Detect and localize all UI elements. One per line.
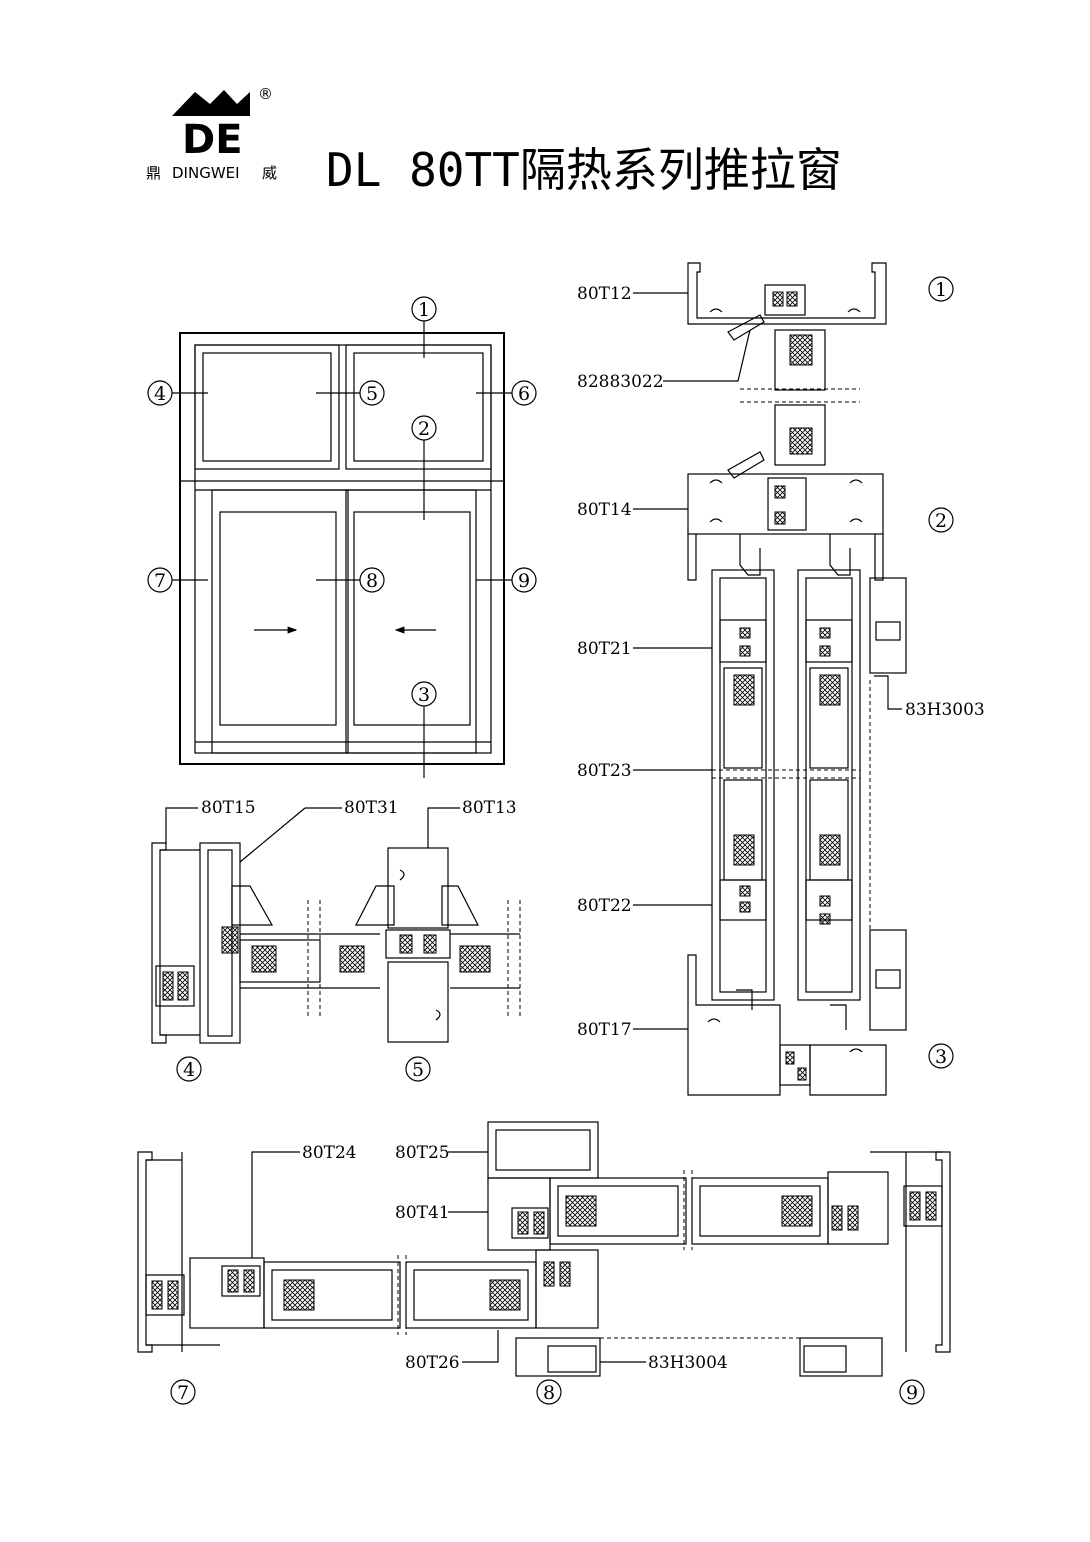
svg-text:1: 1 bbox=[935, 279, 947, 301]
marker-8: 8 bbox=[359, 567, 385, 593]
label-80T21: 80T21 bbox=[577, 639, 632, 659]
window-elevation bbox=[172, 321, 512, 778]
section-7-8-9-labels: 80T24 80T25 80T41 80T26 83H3004 7 8 9 bbox=[170, 1143, 925, 1405]
svg-text:1: 1 bbox=[418, 299, 430, 321]
marker-2: 2 bbox=[411, 415, 437, 441]
svg-text:4: 4 bbox=[154, 383, 166, 405]
brand-char-left: 鼎 bbox=[146, 164, 161, 182]
svg-text:7: 7 bbox=[154, 570, 166, 592]
svg-text:7: 7 bbox=[177, 1382, 189, 1404]
svg-text:5: 5 bbox=[412, 1059, 424, 1081]
marker-3: 3 bbox=[411, 681, 437, 707]
section-4-5-labels: 80T15 80T31 80T13 4 5 bbox=[176, 798, 517, 1082]
label-80T31: 80T31 bbox=[344, 798, 399, 818]
label-80T17: 80T17 bbox=[577, 1020, 632, 1040]
svg-text:6: 6 bbox=[518, 383, 530, 405]
brand-name: DINGWEI bbox=[172, 164, 240, 182]
label-83H3004: 83H3004 bbox=[648, 1353, 728, 1373]
svg-text:4: 4 bbox=[183, 1059, 195, 1081]
page-title: DL 80TT隔热系列推拉窗 bbox=[326, 143, 842, 197]
svg-text:3: 3 bbox=[418, 684, 430, 706]
svg-text:9: 9 bbox=[518, 570, 530, 592]
marker-9: 9 bbox=[511, 567, 537, 593]
svg-text:3: 3 bbox=[935, 1046, 947, 1068]
section-marker-8: 8 bbox=[536, 1379, 562, 1405]
section-7-8-9 bbox=[137, 1121, 951, 1377]
marker-1: 1 bbox=[411, 296, 437, 322]
label-80T15: 80T15 bbox=[201, 798, 256, 818]
label-80T22: 80T22 bbox=[577, 896, 632, 916]
registered-mark: ® bbox=[258, 85, 273, 103]
section-marker-9: 9 bbox=[899, 1379, 925, 1405]
svg-text:9: 9 bbox=[906, 1382, 918, 1404]
section-marker-5: 5 bbox=[405, 1056, 431, 1082]
label-80T25: 80T25 bbox=[395, 1143, 450, 1163]
section-marker-4: 4 bbox=[176, 1056, 202, 1082]
label-83H3003: 83H3003 bbox=[905, 700, 985, 720]
label-80T24: 80T24 bbox=[302, 1143, 357, 1163]
vertical-section bbox=[633, 262, 907, 1096]
label-80T13: 80T13 bbox=[462, 798, 517, 818]
marker-7: 7 bbox=[147, 567, 173, 593]
vertical-section-labels: 80T12 82883022 80T14 80T21 83H3003 80T23… bbox=[577, 276, 985, 1069]
label-80T23: 80T23 bbox=[577, 761, 632, 781]
label-80T12: 80T12 bbox=[577, 284, 632, 304]
brand-logo: DE ® 鼎 DINGWEI 威 bbox=[146, 85, 277, 182]
logo-monogram: DE bbox=[182, 117, 243, 163]
label-82883022: 82883022 bbox=[577, 372, 664, 392]
svg-text:8: 8 bbox=[366, 570, 378, 592]
svg-text:2: 2 bbox=[935, 510, 947, 532]
marker-5: 5 bbox=[359, 380, 385, 406]
section-marker-3: 3 bbox=[928, 1043, 954, 1069]
label-80T26: 80T26 bbox=[405, 1353, 460, 1373]
section-marker-1: 1 bbox=[928, 276, 954, 302]
section-marker-2: 2 bbox=[928, 507, 954, 533]
elevation-markers: 1 2 3 4 5 6 7 8 9 bbox=[147, 296, 537, 707]
marker-4: 4 bbox=[147, 380, 173, 406]
svg-text:2: 2 bbox=[418, 418, 430, 440]
section-4-5 bbox=[151, 807, 521, 1044]
label-80T41: 80T41 bbox=[395, 1203, 450, 1223]
svg-text:5: 5 bbox=[366, 383, 378, 405]
svg-text:8: 8 bbox=[543, 1382, 555, 1404]
brand-char-right: 威 bbox=[262, 164, 277, 182]
marker-6: 6 bbox=[511, 380, 537, 406]
section-marker-7: 7 bbox=[170, 1379, 196, 1405]
label-80T14: 80T14 bbox=[577, 500, 632, 520]
